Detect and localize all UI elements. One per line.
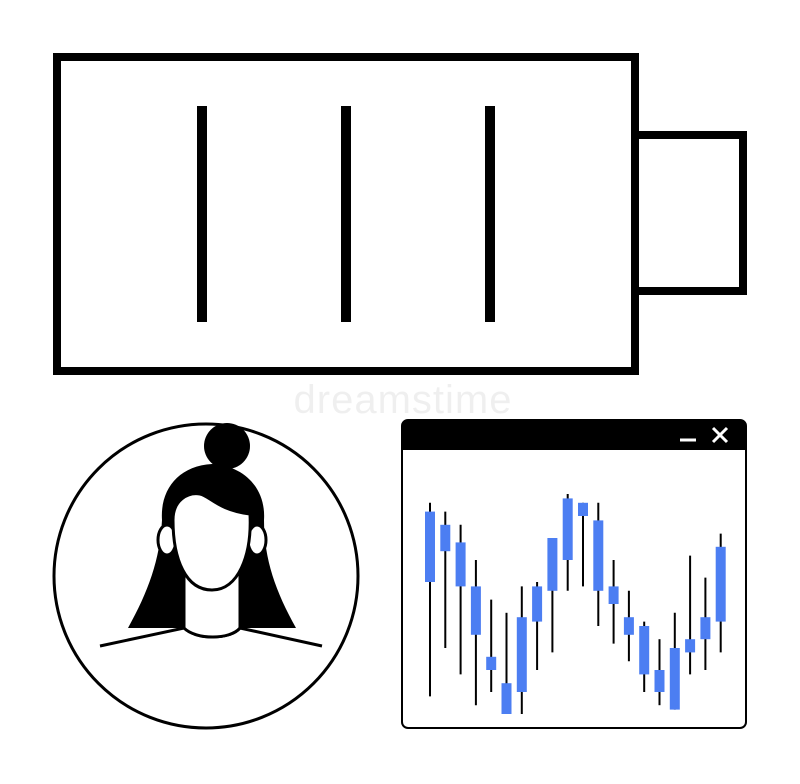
candle-body — [532, 586, 543, 622]
candle-body — [562, 498, 573, 560]
candle-body — [654, 670, 665, 692]
candle-body — [623, 617, 634, 635]
candle-body — [547, 538, 558, 591]
candle-body — [593, 520, 604, 591]
chart-window — [401, 419, 747, 729]
candle-body — [486, 656, 497, 670]
avatar — [52, 422, 360, 730]
candle-body — [715, 546, 726, 622]
candle-body — [669, 648, 680, 710]
candle-body — [425, 511, 435, 582]
battery-charge-bar — [341, 106, 351, 322]
candlestick-chart-icon — [425, 494, 726, 714]
candle-body — [608, 586, 619, 604]
candle-body — [578, 502, 588, 516]
woman-with-bun-icon — [99, 423, 323, 648]
candle-body — [470, 586, 481, 635]
battery-icon — [53, 53, 747, 375]
candle-body — [455, 542, 466, 587]
battery-charge-bar — [197, 106, 207, 322]
candle-body — [501, 683, 512, 714]
candle-body — [639, 626, 650, 675]
battery-charge-bars — [197, 106, 495, 322]
candle-body — [700, 617, 711, 640]
battery-charge-bar — [485, 106, 495, 322]
battery-terminal — [631, 131, 747, 295]
candle-body — [685, 639, 696, 653]
candle-body — [440, 524, 451, 552]
close-icon[interactable] — [711, 426, 729, 444]
window-frame — [401, 419, 747, 729]
candle-body — [516, 617, 527, 692]
window-titlebar — [402, 420, 746, 450]
